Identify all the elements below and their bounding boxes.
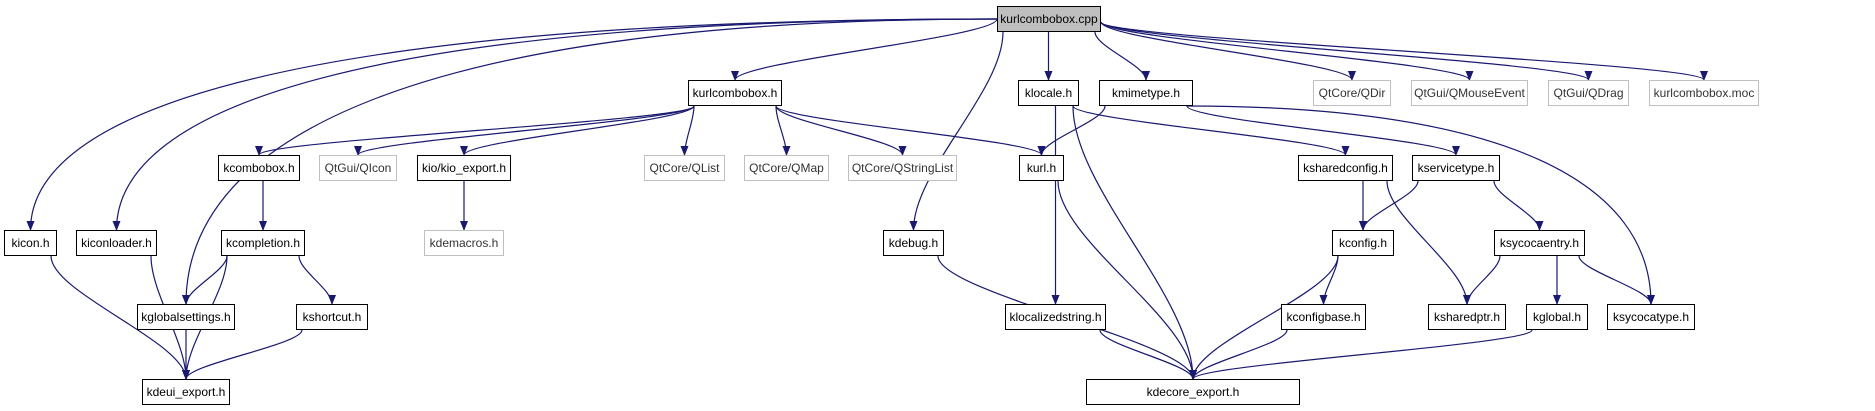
edge-ksycocaentry-to-ksharedptr <box>1463 255 1501 305</box>
edge-cpp-to-kdebug <box>909 31 1004 231</box>
edge-cpp-to-kicon <box>26 18 998 231</box>
edge-cpp-to-kglobalsettings <box>182 18 998 305</box>
node-cpp[interactable]: kurlcombobox.cpp <box>997 6 1101 32</box>
node-qmap: QtCore/QMap <box>744 155 829 181</box>
node-kservicetype[interactable]: kservicetype.h <box>1412 155 1500 181</box>
edge-kmimetype-to-ksycocatype <box>1186 105 1655 305</box>
node-klocalizedstring[interactable]: klocalizedstring.h <box>1005 304 1106 330</box>
node-qdir: QtCore/QDir <box>1313 80 1391 106</box>
edge-kicon-to-kdeui_export <box>50 255 190 380</box>
node-kdebug[interactable]: kdebug.h <box>883 230 944 256</box>
node-kshortcut[interactable]: kshortcut.h <box>296 304 368 330</box>
node-kcompletion[interactable]: kcompletion.h <box>221 230 305 256</box>
edge-ksycocaentry-to-ksycocatype <box>1578 255 1655 305</box>
node-kdeui-export[interactable]: kdeui_export.h <box>142 379 230 405</box>
edge-kcompletion-to-kglobalsettings <box>182 255 228 305</box>
edge-klocale-to-kdecore_export <box>1072 105 1197 380</box>
node-qstringlist: QtCore/QStringList <box>848 155 957 181</box>
edge-kglobal-to-kdecore_export <box>1189 329 1533 380</box>
edge-cpp-to-moc <box>1100 21 1708 81</box>
node-kcombobox[interactable]: kcombobox.h <box>218 155 300 181</box>
edge-cpp-to-kurlcombobox_h <box>731 18 998 81</box>
edge-kmimetype-to-kurl <box>1037 105 1106 156</box>
edge-kurlcombobox_h-to-qicon <box>354 105 695 156</box>
node-qlist: QtCore/QList <box>644 155 725 181</box>
edge-kurlcombobox_h-to-kio_export <box>460 105 695 156</box>
node-ksharedconfig[interactable]: ksharedconfig.h <box>1298 155 1393 181</box>
edge-cpp-to-qdrag <box>1100 21 1593 81</box>
node-kmimetype[interactable]: kmimetype.h <box>1099 80 1193 106</box>
node-kurl[interactable]: kurl.h <box>1019 155 1064 181</box>
node-ksharedptr[interactable]: ksharedptr.h <box>1428 304 1506 330</box>
edge-cpp-to-kmimetype <box>1094 31 1150 81</box>
edge-kurl-to-kdecore_export <box>1057 180 1197 380</box>
edge-kurlcombobox_h-to-qmap <box>775 105 791 156</box>
node-klocale[interactable]: klocale.h <box>1018 80 1079 106</box>
node-kglobalsettings[interactable]: kglobalsettings.h <box>137 304 235 330</box>
node-moc: kurlcombobox.moc <box>1649 80 1759 106</box>
edge-kconfig-to-kdecore_export <box>1189 255 1339 380</box>
node-kconfigbase[interactable]: kconfigbase.h <box>1281 304 1366 330</box>
node-ksycocaentry[interactable]: ksycocaentry.h <box>1494 230 1585 256</box>
edge-kurlcombobox_h-to-kurl <box>775 105 1046 156</box>
node-ksycocatype[interactable]: ksycocatype.h <box>1607 304 1695 330</box>
node-kicon[interactable]: kicon.h <box>4 230 57 256</box>
node-kurlcombobox-h[interactable]: kurlcombobox.h <box>688 80 782 106</box>
node-qdrag: QtGui/QDrag <box>1548 80 1629 106</box>
edge-kurlcombobox_h-to-kcombobox <box>255 105 695 156</box>
node-kdemacros: kdemacros.h <box>424 230 504 256</box>
node-qmouseevent: QtGui/QMouseEvent <box>1411 80 1528 106</box>
edge-klocale-to-ksharedconfig <box>1072 105 1350 156</box>
edge-kconfigbase-to-kdecore_export <box>1189 329 1288 380</box>
edge-kurlcombobox_h-to-qlist <box>680 105 695 156</box>
edge-kservicetype-to-kconfig <box>1359 180 1419 231</box>
edge-kmimetype-to-kservicetype <box>1186 105 1460 156</box>
edge-cpp-to-kiconloader <box>112 18 998 231</box>
node-qicon: QtGui/QIcon <box>319 155 397 181</box>
node-kiconloader[interactable]: kiconloader.h <box>76 230 157 256</box>
node-kglobal[interactable]: kglobal.h <box>1526 304 1588 330</box>
edge-kshortcut-to-kdeui_export <box>182 329 303 380</box>
edge-cpp-to-qmouseevent <box>1100 21 1474 81</box>
edge-kurlcombobox_h-to-qstringlist <box>775 105 907 156</box>
node-kconfig[interactable]: kconfig.h <box>1332 230 1394 256</box>
node-kio-export[interactable]: kio/kio_export.h <box>417 155 511 181</box>
edge-ksharedconfig-to-ksharedptr <box>1386 180 1471 305</box>
edge-cpp-to-qdir <box>1100 21 1356 81</box>
edge-kcompletion-to-kshortcut <box>298 255 336 305</box>
node-kdecore-export[interactable]: kdecore_export.h <box>1086 379 1300 405</box>
edge-kservicetype-to-ksycocaentry <box>1493 180 1544 231</box>
edge-klocalizedstring-to-kdecore_export <box>1099 329 1197 380</box>
